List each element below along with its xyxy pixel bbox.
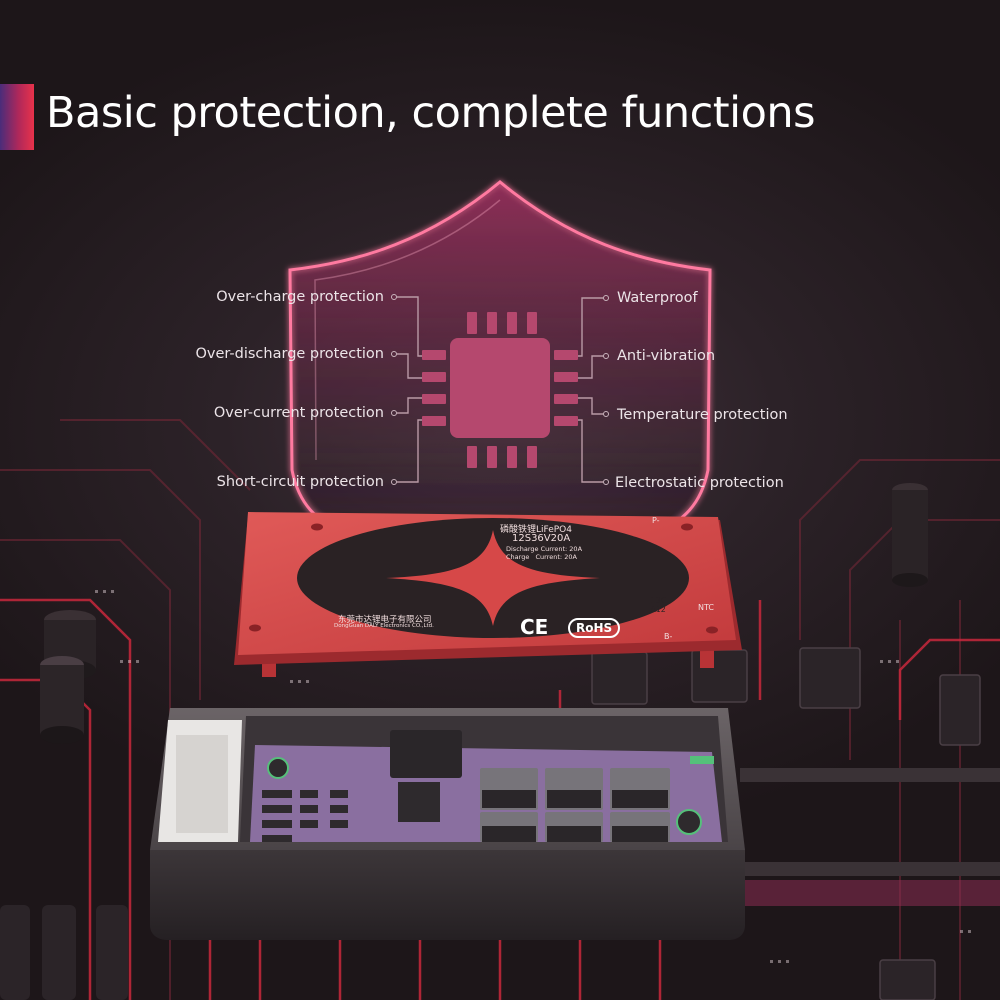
connector-dot (391, 410, 397, 416)
chip-icon (450, 338, 550, 438)
feature-short-circuit: Short-circuit protection (216, 474, 384, 490)
board-code-1: J13G (648, 596, 667, 605)
connector-dot (603, 479, 609, 485)
board-chemistry: 磷酸铁锂LiFePO4 (500, 525, 572, 535)
feature-over-charge: Over-charge protection (216, 289, 384, 305)
feature-over-discharge: Over-discharge protection (195, 346, 384, 362)
board-model: 12S36V20A (512, 533, 571, 544)
connector-dot (391, 294, 397, 300)
board-code-2: JA12 (648, 605, 666, 614)
feature-electrostatic: Electrostatic protection (615, 475, 784, 491)
board-charge-current: Charge Current: 20A (506, 553, 577, 561)
page-title: Basic protection, complete functions (46, 88, 816, 138)
board-discharge-current: Discharge Current: 20A (506, 545, 583, 553)
ce-mark-icon: CE (520, 615, 549, 639)
capacitors-left (40, 483, 928, 744)
connector-dot (603, 411, 609, 417)
connector-dot (391, 351, 397, 357)
feature-over-current: Over-current protection (213, 405, 384, 421)
connector-dot (391, 479, 397, 485)
chip-pins (422, 312, 578, 468)
title-accent-bar (0, 84, 34, 150)
board-ntc-label: NTC (698, 603, 714, 612)
board-manufacturer-en: DongGuan DALY Electronics CO.,Ltd. (334, 623, 434, 629)
board-manufacturer-cn: 东莞市达锂电子有限公司 (338, 615, 432, 625)
feature-waterproof: Waterproof (617, 290, 698, 306)
connector-dot (603, 353, 609, 359)
board-b-terminal: B- (664, 632, 673, 641)
board-p-terminal: P- (652, 516, 660, 525)
rohs-mark-icon: RoHS (568, 618, 621, 638)
feature-anti-vibration: Anti-vibration (617, 348, 716, 364)
feature-temperature: Temperature protection (617, 407, 788, 423)
connector-dot (603, 295, 609, 301)
